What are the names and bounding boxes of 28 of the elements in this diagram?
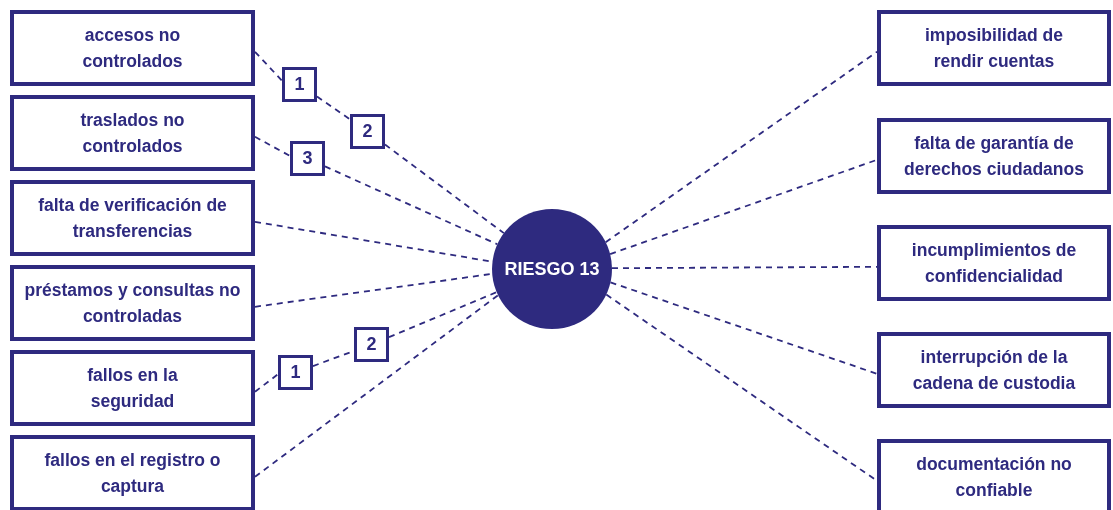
number-box: 1 bbox=[282, 67, 317, 102]
dashed-connector bbox=[384, 143, 505, 235]
text-box: falta de garantía de derechos ciudadanos bbox=[877, 118, 1111, 194]
number-box: 2 bbox=[354, 327, 389, 362]
text-box: fallos en el registro o captura bbox=[10, 435, 255, 510]
dashed-connector bbox=[388, 291, 498, 339]
dashed-connector bbox=[254, 294, 499, 478]
dashed-connector bbox=[604, 50, 878, 244]
dashed-connector bbox=[609, 158, 878, 256]
number-box: 3 bbox=[290, 141, 325, 176]
text-box: documentación no confiable bbox=[877, 439, 1111, 510]
dashed-connector bbox=[254, 373, 279, 393]
text-box: falta de verificación de transferencias bbox=[10, 180, 255, 256]
text-box: préstamos y consultas no controladas bbox=[10, 265, 255, 341]
text-box: accesos no controlados bbox=[10, 10, 255, 86]
dashed-connector bbox=[316, 95, 351, 121]
text-box: traslados no controlados bbox=[10, 95, 255, 171]
text-box: interrupción de la cadena de custodia bbox=[877, 332, 1111, 408]
text-box: incumplimientos de confidencialidad bbox=[877, 225, 1111, 301]
dashed-connector bbox=[254, 135, 291, 157]
number-box: 1 bbox=[278, 355, 313, 390]
dashed-connector bbox=[609, 281, 878, 375]
text-box: imposibilidad de rendir cuentas bbox=[877, 10, 1111, 86]
risk-circle: RIESGO 13 bbox=[492, 209, 612, 329]
number-box: 2 bbox=[350, 114, 385, 149]
dashed-connector bbox=[254, 50, 283, 82]
dashed-connector bbox=[324, 165, 499, 246]
text-box: fallos en la seguridad bbox=[10, 350, 255, 426]
